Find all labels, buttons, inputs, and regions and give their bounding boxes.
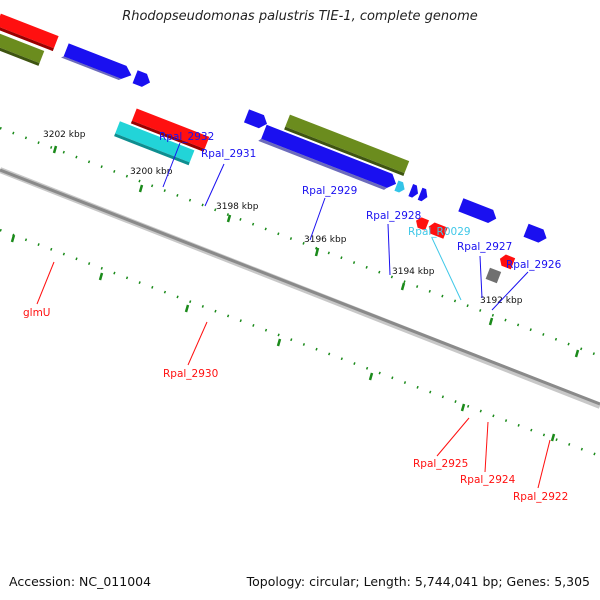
major-tick	[98, 272, 104, 281]
major-tick	[488, 317, 494, 326]
gene-label-rpal-2924: Rpal_2924	[460, 474, 516, 486]
cyan-feature-rpal-2930	[114, 121, 195, 166]
callout-line	[479, 255, 483, 299]
cds-arrow-rpal-2932	[61, 43, 132, 81]
gene-label-glmu: glmU	[23, 307, 51, 319]
major-tick	[574, 349, 580, 358]
map-title: Rhodopseudomonas palustris TIE-1, comple…	[122, 9, 478, 24]
gene-label-rpal-2929: Rpal_2929	[302, 185, 357, 197]
gene-label-rpal-2926: Rpal_2926	[506, 259, 562, 271]
major-tick	[52, 145, 58, 154]
major-tick	[184, 304, 190, 313]
major-tick	[550, 433, 556, 442]
cds-arrow-rpal-2926	[458, 198, 497, 223]
trna-arrow-rpal-r0029	[394, 180, 405, 193]
cds-arrow-rpal-2929	[243, 109, 268, 129]
misc-left-2	[0, 27, 45, 66]
cds-arrow-right-edge	[523, 223, 547, 243]
callout-line	[204, 163, 225, 207]
major-tick	[276, 338, 282, 347]
callout-line	[436, 417, 470, 457]
top-callouts	[162, 142, 529, 311]
major-tick	[226, 214, 232, 223]
bottom-callouts	[36, 261, 551, 489]
callout-line	[484, 421, 489, 473]
rrna-left-2	[0, 13, 59, 52]
major-tick	[460, 403, 466, 412]
rrna-arrow-rpal-2924	[428, 222, 448, 239]
gene-label-rpal-2931: Rpal_2931	[201, 148, 256, 160]
kbp-label: 3192 kbp	[480, 296, 523, 306]
gene-label-rpal-r0029: Rpal_R0029	[408, 226, 471, 238]
genome-summary-text: Topology: circular; Length: 5,744,041 bp…	[246, 574, 590, 589]
major-tick	[400, 282, 406, 291]
feature-track	[0, 13, 547, 284]
cds-arrow-rpal-2931	[132, 70, 151, 87]
callout-line	[36, 261, 55, 305]
accession-text: Accession: NC_011004	[9, 574, 152, 589]
cds-arrow-rpal-2927a	[408, 184, 419, 198]
kbp-label: 3196 kbp	[304, 235, 347, 245]
cds-arrow-rpal-2928	[258, 124, 397, 190]
kbp-label: 3202 kbp	[43, 130, 86, 140]
major-tick	[314, 247, 320, 257]
callout-line	[491, 271, 529, 311]
pseudo-gene-gray	[485, 267, 502, 284]
cds-arrow-rpal-2927b	[417, 187, 428, 202]
callout-line	[187, 321, 208, 366]
callout-line	[387, 223, 391, 276]
major-ticks	[10, 145, 580, 442]
rrna-arrow-rpal-2925	[416, 217, 430, 231]
gene-label-rpal-2927: Rpal_2927	[457, 241, 512, 253]
gene-label-rpal-2922: Rpal_2922	[513, 491, 568, 503]
major-tick	[368, 372, 374, 381]
kbp-label: 3194 kbp	[392, 267, 435, 277]
misc-feature-olive	[284, 114, 410, 176]
major-tick	[138, 184, 144, 193]
callout-line	[431, 237, 462, 301]
callout-line	[537, 439, 551, 489]
rrna-arrow-rpal-2922	[499, 254, 516, 270]
callout-line	[162, 142, 181, 188]
major-tick	[10, 234, 16, 243]
kbp-label: 3200 kbp	[130, 167, 173, 177]
gene-label-rpal-2930: Rpal_2930	[163, 368, 218, 380]
gene-label-rpal-2925: Rpal_2925	[413, 458, 468, 470]
rrna-rpal-2930	[130, 108, 210, 152]
callout-line	[309, 197, 326, 241]
gene-label-rpal-2932: Rpal_2932	[159, 131, 214, 143]
genome-backbone	[0, 168, 600, 406]
gene-label-rpal-2928: Rpal_2928	[366, 210, 421, 222]
kbp-label: 3198 kbp	[216, 202, 259, 212]
